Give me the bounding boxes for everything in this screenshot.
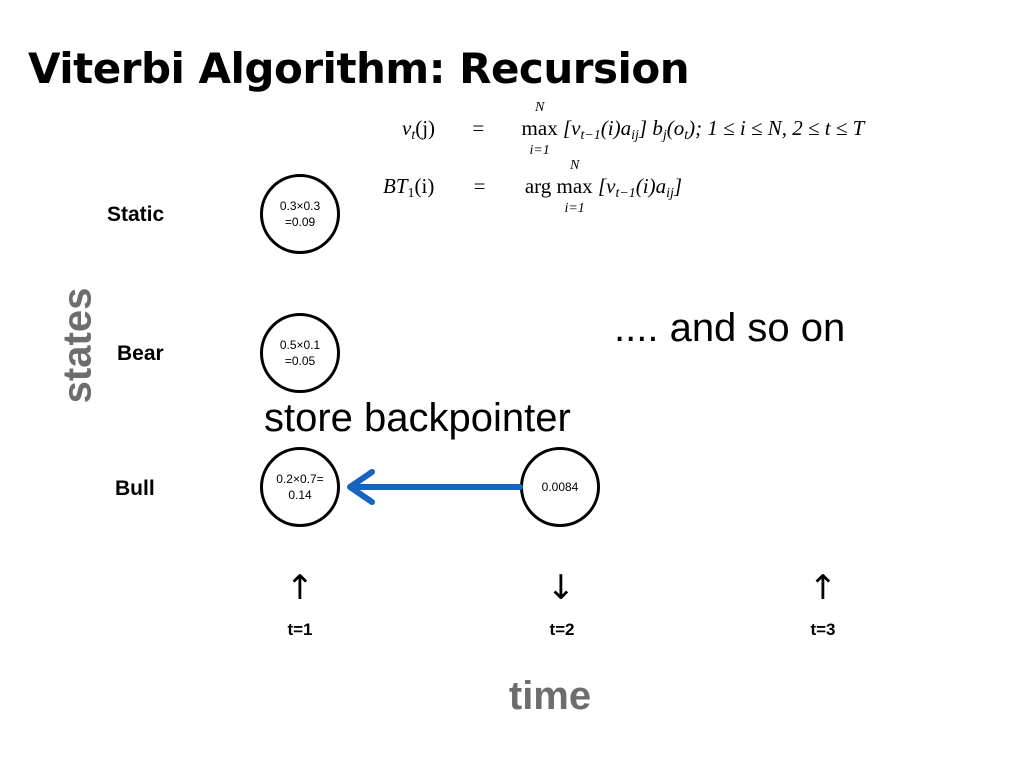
recursion-equation: vt(j) = N max i=1 [vt−1(i)aij] bj(ot); 1… xyxy=(402,100,865,158)
arrow-up-icon: ↑ xyxy=(808,568,838,608)
backpointer-equation: BT1(i) = arg N max i=1 [vt−1(i)aij] xyxy=(383,158,683,216)
backpointer-arrow xyxy=(347,469,523,505)
node-static-t1: 0.3×0.3 =0.09 xyxy=(260,174,340,254)
node-bear-t1: 0.5×0.1 =0.05 xyxy=(260,313,340,393)
and-so-on-note: .... and so on xyxy=(614,306,846,350)
timestep-label-t3: t=3 xyxy=(810,620,836,639)
max-operator: N max i=1 xyxy=(521,100,558,158)
state-label-bear: Bear xyxy=(117,342,164,365)
node-bull-t1: 0.2×0.7= 0.14 xyxy=(260,447,340,527)
timestep-label-t1: t=1 xyxy=(287,620,313,639)
node-bull-t2: 0.0084 xyxy=(520,447,600,527)
argmax-operator: N max i=1 xyxy=(556,158,593,216)
state-label-bull: Bull xyxy=(115,477,155,500)
backpointer-arrow-head xyxy=(347,469,375,505)
store-backpointer-note: store backpointer xyxy=(264,396,571,440)
arrow-down-icon: ↓ xyxy=(546,568,576,608)
arrow-up-icon: ↑ xyxy=(285,568,315,608)
slide-title: Viterbi Algorithm: Recursion xyxy=(28,44,690,93)
time-axis-label: time xyxy=(508,674,592,718)
timestep-label-t2: t=2 xyxy=(549,620,575,639)
state-label-static: Static xyxy=(107,203,165,226)
